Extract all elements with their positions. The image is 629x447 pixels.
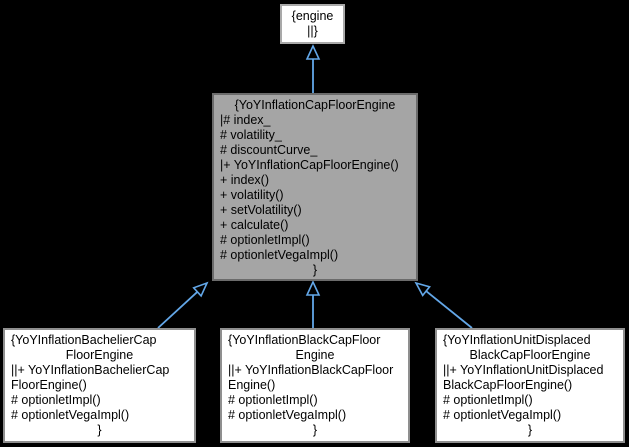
class-member-line: } (312, 423, 318, 437)
class-member-line: + calculate() (220, 218, 289, 232)
class-member-line: # optionletVegaImpl() (220, 248, 339, 262)
class-member-line: # optionletImpl() (443, 393, 533, 407)
class-member-line: |# index_ (220, 113, 271, 127)
class-member-line: # optionletImpl() (220, 233, 310, 247)
class-member-line: # optionletVegaImpl() (11, 408, 130, 422)
class-member-line: + volatility() (220, 188, 284, 202)
class-member-line: FloorEngine() (11, 378, 87, 392)
inheritance-arrow-unitdisplaced-to-capfloorengine (414, 281, 473, 329)
class-member-line: ||+ YoYInflationBachelierCap (11, 363, 170, 377)
inheritance-arrow-black-to-capfloorengine (305, 280, 321, 328)
class-member-line: FloorEngine (65, 348, 134, 362)
class-member-line: ||+ YoYInflationBlackCapFloor (228, 363, 394, 377)
class-member-line: ||} (307, 24, 318, 38)
class-member-line: } (97, 423, 102, 437)
inheritance-arrow-bachelier-to-capfloorengine (157, 281, 209, 329)
class-member-line: {YoYInflationCapFloorEngine (234, 98, 396, 112)
class-member-line: + index() (220, 173, 269, 187)
class-member-line: # optionletVegaImpl() (443, 408, 562, 422)
class-node-engine[interactable]: {engine||} (280, 4, 345, 44)
class-member-line: {engine (291, 9, 334, 23)
class-member-line: {YoYInflationBachelierCap (11, 333, 157, 347)
class-member-line: # optionletVegaImpl() (228, 408, 347, 422)
class-member-line: Engine (295, 348, 335, 362)
class-member-line: # optionletImpl() (228, 393, 318, 407)
class-member-line: Engine() (228, 378, 276, 392)
class-member-line: # discountCurve_ (220, 143, 318, 157)
class-member-line: {YoYInflationBlackCapFloor (228, 333, 381, 347)
class-member-line: |+ YoYInflationCapFloorEngine() (220, 158, 399, 172)
class-member-line: } (527, 423, 533, 437)
class-member-line: BlackCapFloorEngine (469, 348, 591, 362)
class-member-line: # volatility_ (220, 128, 282, 142)
class-member-line: ||+ YoYInflationUnitDisplaced (443, 363, 604, 377)
class-member-line: } (312, 263, 318, 277)
class-member-line: {YoYInflationUnitDisplaced (443, 333, 591, 347)
class-member-line: + setVolatility() (220, 203, 302, 217)
class-member-line: # optionletImpl() (11, 393, 101, 407)
class-member-line: BlackCapFloorEngine() (443, 378, 573, 392)
class-node-yoyinflationcapfloorengine[interactable]: {YoYInflationCapFloorEngine|# index_# vo… (212, 93, 418, 281)
inheritance-arrow-capfloorengine-to-engine (305, 44, 321, 93)
